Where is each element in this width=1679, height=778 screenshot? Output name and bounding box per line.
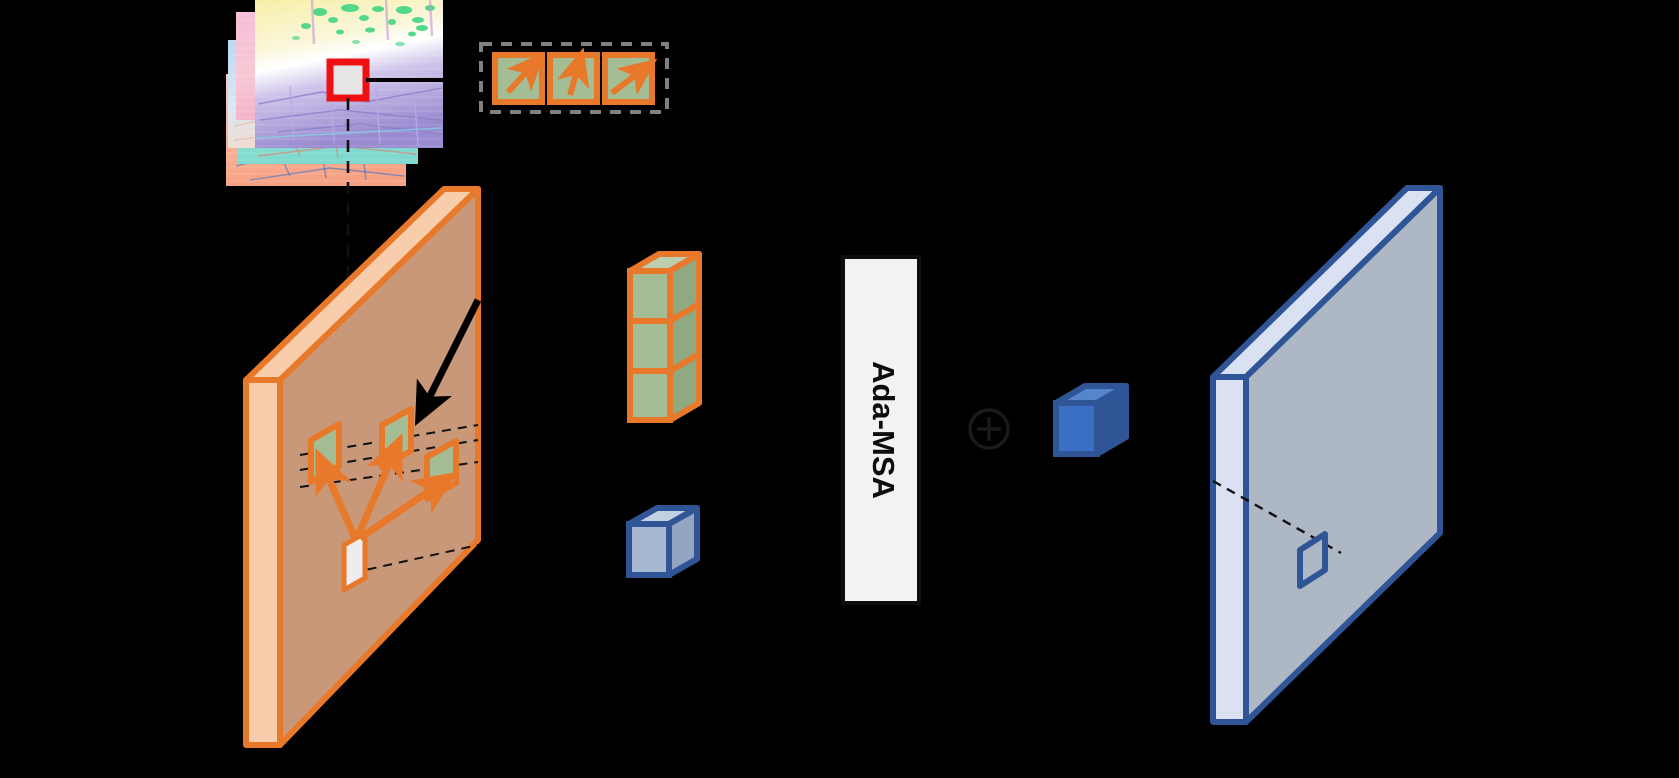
token-stack-side-face [667,251,702,423]
residual-add-circle [968,408,1010,450]
offset-arrow-3 [358,471,458,541]
offset-arrow-2 [353,433,403,540]
motion-patch-3[interactable] [602,52,658,105]
plus-icon [977,417,1001,441]
output-token-cube[interactable] [1053,383,1129,457]
patch-3-motion-arrow [610,58,658,96]
token-stack-cell-2 [627,318,673,374]
token-stack-cell-1 [627,268,673,324]
sampled-motion-patches [479,42,669,114]
query-cube-front-face [626,521,672,578]
residual-add [968,408,1010,450]
patch-1-motion-arrow [505,51,545,95]
ada-msa-module-box [841,255,921,605]
ada-msa-module[interactable]: Ada-MSA [841,255,921,605]
output-plane-highlight-cell[interactable] [1297,531,1328,589]
token-stack-side-separators [668,301,701,374]
plane-offset-arrows [315,433,458,541]
patch-group-dashed-frame [479,42,669,114]
ada-msa-module-label: Ada-MSA [866,361,901,499]
output-plane-left-depth-face [1210,374,1249,725]
plane-reference-patch[interactable] [341,530,368,593]
output-plane-guide [1212,479,1342,555]
token-stack-cell-3 [627,368,673,423]
output-feature-plane [1210,185,1443,725]
roi-to-plane-arrow [414,298,482,427]
roi-box[interactable] [326,58,370,102]
motion-patch-2[interactable] [547,47,600,105]
output-plane-front-face [1243,185,1443,725]
plane-left-depth-face [243,377,283,748]
query-token-cube[interactable] [626,505,700,578]
motion-patch-1[interactable] [492,51,545,105]
offset-arrow-1 [315,448,359,540]
output-cube-front-face [1053,400,1100,457]
patch-2-motion-arrow [556,47,590,96]
source-feature-plane [243,186,482,748]
sampled-token-stack[interactable] [627,251,702,423]
event-flow-image-stack [226,0,446,596]
